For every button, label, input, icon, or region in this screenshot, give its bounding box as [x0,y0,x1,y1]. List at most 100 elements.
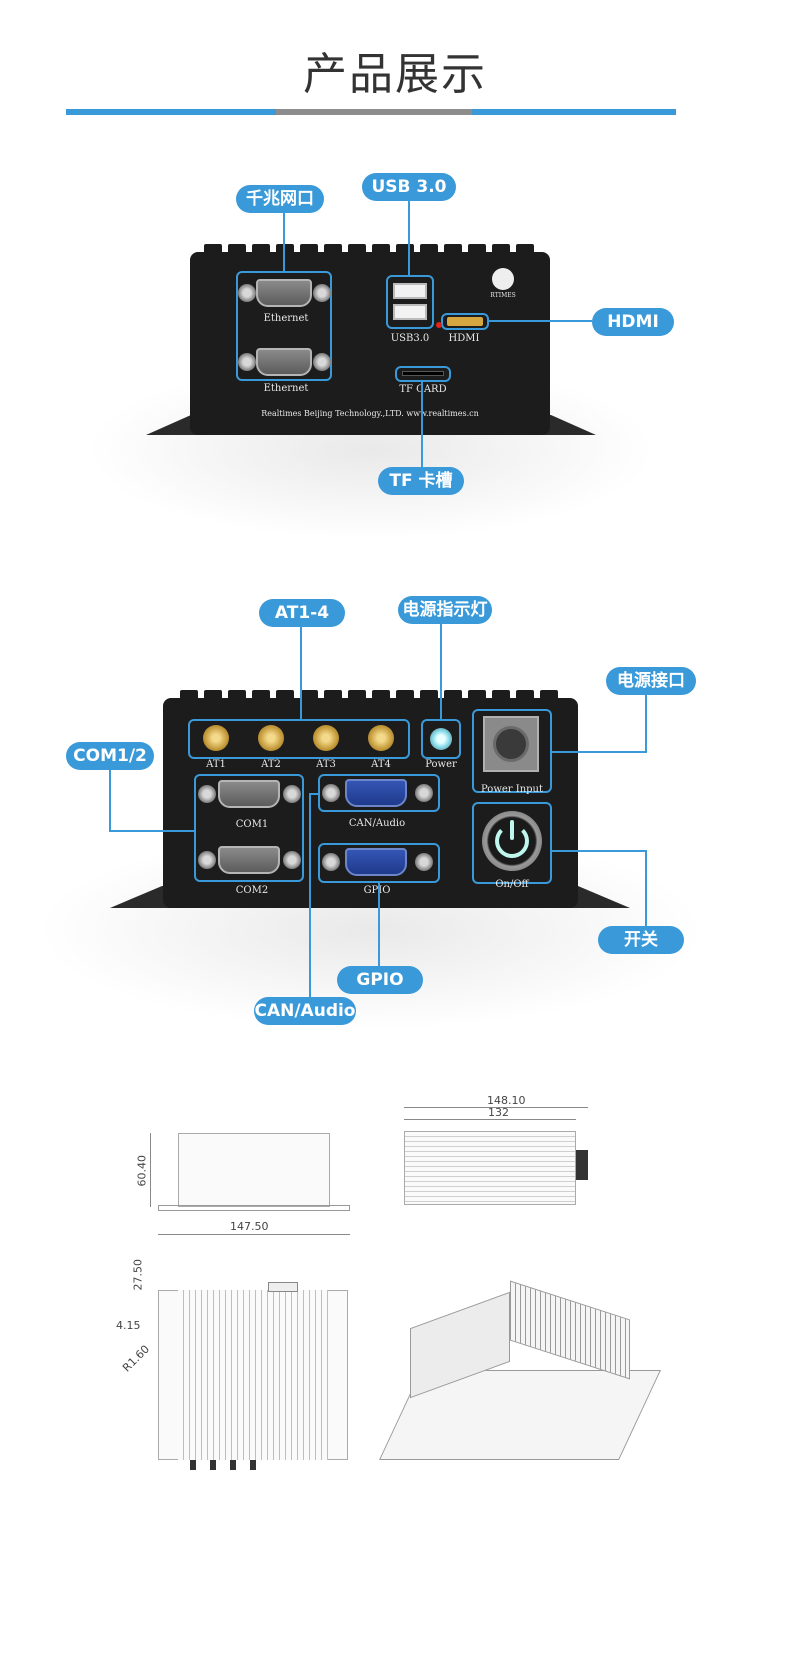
callout-usb: USB 3.0 [362,173,456,201]
callout-power-led: 电源指示灯 [398,596,492,624]
antenna-label-4: AT4 [371,759,391,770]
gpio-label: GPIO [363,885,391,896]
ethernet-label-1: Ethernet [263,313,309,324]
power-led-label: Power [425,759,457,770]
fin [228,244,246,254]
gpio-highlight [318,843,440,883]
top-view-connector [268,1282,298,1292]
power-input-highlight [472,709,552,793]
callout-line [645,850,647,926]
front-device-fins [204,244,534,254]
dimension-line [404,1119,576,1120]
on-off-label: On/Off [495,879,529,890]
callout-line [109,770,111,832]
fin [492,690,510,700]
hdmi-highlight [441,313,489,330]
power-led-highlight [421,719,461,759]
brand-logo [492,268,514,290]
callout-line [489,320,592,322]
com2-port [218,846,280,874]
com-highlight [194,774,304,882]
screw-icon [313,284,331,302]
fin [252,244,270,254]
ethernet-highlight [236,271,332,381]
fin [396,244,414,254]
tf-slot [402,371,444,376]
power-led [430,728,452,750]
antenna-highlight [188,719,410,759]
antenna-label-3: AT3 [316,759,336,770]
fin [396,690,414,700]
fin [348,244,366,254]
screw-icon [322,853,340,871]
antenna-connector-3 [313,725,339,751]
title-underline-right [472,109,676,115]
screw-icon [283,851,301,869]
callout-line [300,627,302,719]
title-underline-left [66,109,276,115]
fin [204,244,222,254]
screw-icon [415,853,433,871]
screw-icon [415,784,433,802]
com1-port [218,780,280,808]
screw-icon [283,785,301,803]
fin [468,244,486,254]
callout-line [283,213,285,271]
fin [420,244,438,254]
side-elevation-drawing [404,1131,576,1205]
com1-label: COM1 [235,819,269,830]
callout-line [552,751,647,753]
fin [324,690,342,700]
fin [348,690,366,700]
callout-can: CAN/Audio [254,997,356,1025]
antenna-connector-4 [368,725,394,751]
screw-icon [238,353,256,371]
callout-gpio: GPIO [337,966,423,994]
tf-highlight [395,366,451,382]
front-elevation-drawing [178,1133,330,1207]
screw-icon [198,851,216,869]
fin [276,690,294,700]
fin [372,690,390,700]
usb-port-1 [393,283,427,299]
antenna-label-1: AT1 [206,759,226,770]
callout-ethernet: 千兆网口 [236,185,324,213]
power-input-socket [493,726,529,762]
ethernet-port-1 [256,279,312,307]
dimension-side-total: 148.10 [487,1094,526,1107]
hdmi-indicator-dot [436,322,442,328]
antenna-connector-1 [203,725,229,751]
fin [276,244,294,254]
fin [444,244,462,254]
callout-line [109,830,194,832]
callout-com: COM1/2 [66,742,154,770]
callout-switch: 开关 [598,926,684,954]
fin [324,244,342,254]
com2-label: COM2 [235,885,269,896]
fin [444,690,462,700]
callout-line [408,201,410,275]
dimension-front-height: 60.40 [135,1155,149,1187]
tf-label: TF CARD [399,384,447,395]
usb-port-2 [393,304,427,320]
callout-line [309,793,318,795]
fin [540,690,558,700]
antenna-connector-2 [258,725,284,751]
screw-icon [322,784,340,802]
can-audio-label: CAN/Audio [348,818,406,829]
callout-line [309,793,311,997]
title-underline-middle [276,109,472,115]
usb-label: USB3.0 [390,333,430,344]
side-connector [576,1150,588,1180]
brand-logo-text: RTIMES [490,292,516,299]
can-audio-port [345,779,407,807]
manufacturer-footer: Realtimes Beijing Technology.,LTD. www.r… [261,409,479,418]
rear-device-fins [180,690,558,700]
top-view-fins [178,1290,328,1460]
fin [516,690,534,700]
usb-highlight [386,275,434,329]
hdmi-port [447,317,483,326]
dimension-line [150,1133,151,1207]
power-input-label: Power Input [480,784,544,795]
callout-at: AT1-4 [259,599,345,627]
